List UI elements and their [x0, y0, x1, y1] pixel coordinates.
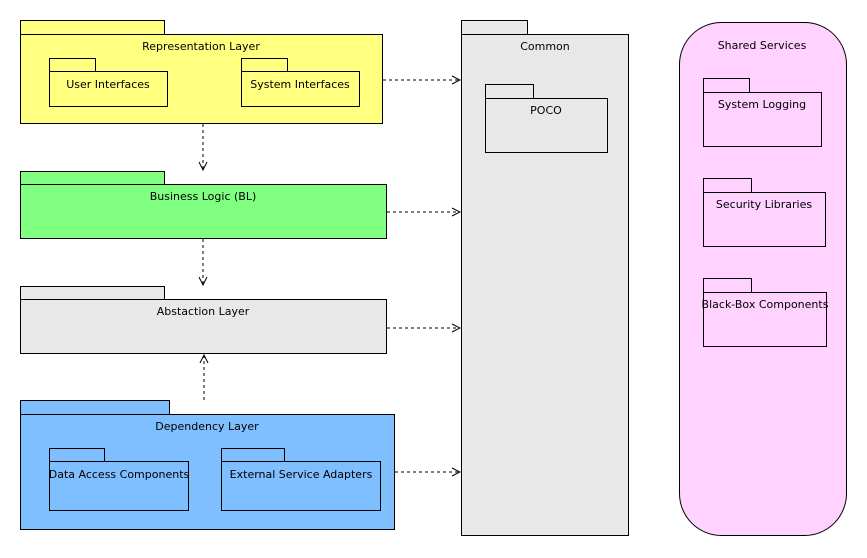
data-access-components-package[interactable]: Data Access Components [49, 448, 190, 511]
system-logging-body [703, 92, 822, 147]
poco-label: POCO [530, 104, 562, 117]
shared-services-boundary [679, 22, 847, 536]
system-logging-tab [703, 78, 750, 93]
dependency-layer-package[interactable]: Dependency Layer Data Access Components … [20, 400, 395, 530]
business-logic-title: Business Logic (BL) [150, 190, 257, 203]
security-libraries-package[interactable]: Security Libraries [703, 178, 826, 247]
abstraction-layer-title: Abstaction Layer [157, 305, 250, 318]
business-logic-body [20, 184, 387, 239]
poco-package[interactable]: POCO [485, 84, 608, 153]
system-interfaces-body [241, 71, 360, 107]
user-interfaces-body [49, 71, 168, 107]
common-package[interactable]: Common POCO [461, 20, 629, 536]
user-interfaces-package[interactable]: User Interfaces [49, 58, 168, 107]
external-service-adapters-package[interactable]: External Service Adapters [221, 448, 381, 511]
black-box-components-body [703, 292, 827, 347]
data-access-components-label: Data Access Components [49, 468, 190, 481]
system-logging-label: System Logging [718, 98, 806, 111]
system-logging-package[interactable]: System Logging [703, 78, 822, 147]
data-access-components-body [49, 461, 189, 511]
business-logic-package[interactable]: Business Logic (BL) [20, 171, 387, 239]
abstraction-layer-package[interactable]: Abstaction Layer [20, 286, 387, 354]
abstraction-layer-tab [20, 286, 165, 300]
representation-layer-tab [20, 20, 165, 35]
black-box-components-tab [703, 278, 752, 293]
system-interfaces-tab [241, 58, 288, 72]
representation-layer-title: Representation Layer [142, 40, 260, 53]
system-interfaces-label: System Interfaces [250, 78, 350, 91]
dependency-layer-tab [20, 400, 170, 415]
user-interfaces-tab [49, 58, 96, 72]
system-interfaces-package[interactable]: System Interfaces [241, 58, 360, 107]
poco-tab [485, 84, 534, 99]
abstraction-layer-body [20, 299, 387, 354]
black-box-components-package[interactable]: Black-Box Components [702, 278, 829, 347]
external-service-adapters-label: External Service Adapters [230, 468, 373, 481]
security-libraries-body [703, 192, 826, 247]
dependency-layer-title: Dependency Layer [155, 420, 259, 433]
shared-services-group[interactable]: Shared Services System Logging Security … [679, 22, 847, 536]
dependency-arrows [203, 80, 460, 472]
business-logic-tab [20, 171, 165, 185]
security-libraries-label: Security Libraries [716, 198, 812, 211]
poco-body [485, 98, 608, 153]
shared-services-title: Shared Services [718, 39, 807, 52]
common-tab [461, 20, 528, 35]
external-service-adapters-tab [221, 448, 285, 462]
user-interfaces-label: User Interfaces [66, 78, 150, 91]
representation-layer-package[interactable]: Representation Layer User Interfaces Sys… [20, 20, 383, 124]
external-service-adapters-body [221, 461, 381, 511]
black-box-components-label: Black-Box Components [702, 298, 829, 311]
data-access-components-tab [49, 448, 105, 462]
common-title: Common [520, 40, 570, 53]
security-libraries-tab [703, 178, 752, 193]
